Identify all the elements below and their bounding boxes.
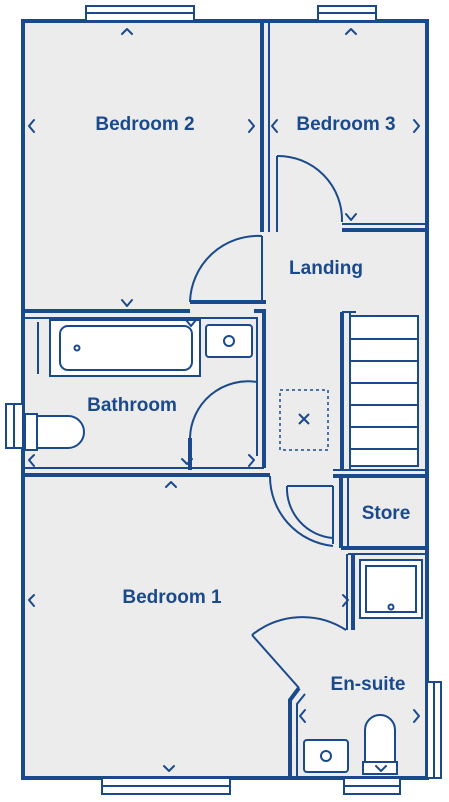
basin-bathroom [205,324,253,358]
label-bedroom-3: Bedroom 3 [296,114,395,135]
door-store [285,485,334,544]
label-ensuite: En-suite [331,674,406,695]
interior-walls [25,23,425,778]
staircase [349,315,419,467]
door-bedroom-1 [268,475,334,547]
window-ensuite [343,777,401,795]
dimension-arrows [28,28,420,772]
door-bedroom-3 [276,154,344,232]
label-bedroom-2: Bedroom 2 [95,114,194,135]
toilet-ensuite [362,714,398,775]
label-landing: Landing [289,258,363,279]
window-bedroom-2 [85,5,195,22]
bath [37,319,201,377]
label-bathroom: Bathroom [87,395,177,416]
door-bedroom-2 [189,234,263,303]
door-bathroom [189,380,258,444]
toilet-bathroom [24,413,85,451]
window-bedroom-1 [101,777,231,795]
loft-hatch [279,389,329,451]
window-bathroom [5,403,24,449]
shower-tray [359,559,423,619]
door-ensuite [251,616,347,689]
window-bedroom-3 [317,5,377,22]
window-right-side [426,681,442,779]
label-store: Store [362,503,411,524]
basin-ensuite [303,739,349,773]
label-bedroom-1: Bedroom 1 [122,587,222,608]
